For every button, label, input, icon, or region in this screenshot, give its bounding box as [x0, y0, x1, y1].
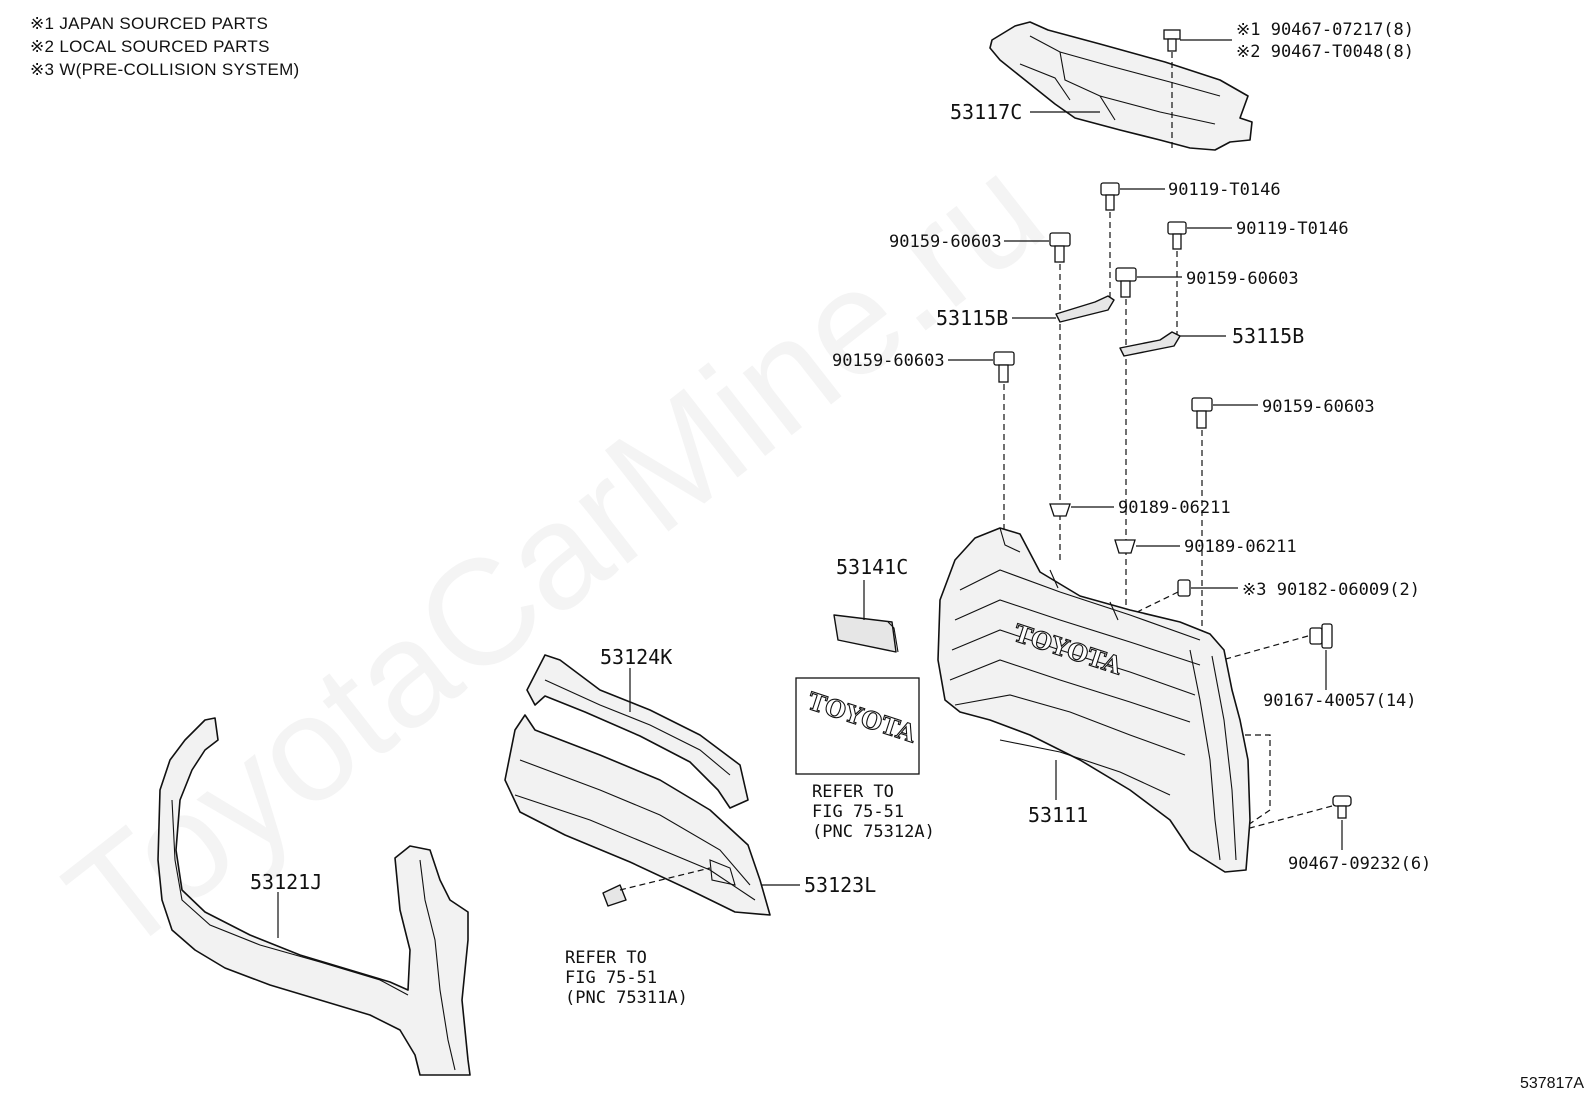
bracket-53115b-b	[1119, 331, 1181, 357]
nut-90182-06009	[1177, 579, 1191, 597]
label-53111: 53111	[1028, 803, 1088, 827]
refer-2-line-1: REFER TO	[565, 948, 647, 968]
label-53115b-a: 53115B	[936, 306, 1008, 330]
label-90189-06211-b: 90189-06211	[1184, 537, 1297, 557]
refer-1-line-1: REFER TO	[812, 782, 894, 802]
bolt-90159-60603-c	[993, 351, 1015, 383]
clip-90467-09232	[1332, 795, 1352, 819]
bolt-90159-60603-a	[1049, 232, 1071, 263]
figure-id: 537817A	[1519, 1075, 1584, 1092]
label-90467-09232: 90467-09232(6)	[1288, 854, 1431, 874]
label-53123l: 53123L	[804, 873, 876, 897]
lower-grille-53123l	[504, 714, 771, 916]
label-90159-60603-b: 90159-60603	[1186, 269, 1299, 289]
label-53121j: 53121J	[250, 870, 322, 894]
label-53124k: 53124K	[600, 645, 672, 669]
label-90182-06009: ※3 90182-06009(2)	[1242, 580, 1420, 600]
engine-under-cover-53117c	[989, 21, 1253, 151]
bolt-90119-t0146-b	[1167, 221, 1187, 250]
bolt-90159-60603-b	[1115, 267, 1137, 298]
note-japan-sourced: ※1 JAPAN SOURCED PARTS	[30, 14, 269, 33]
molding-53124k	[526, 654, 749, 809]
clip-90189-06211-b	[1114, 539, 1136, 554]
screw-90167-40057	[1309, 623, 1333, 649]
bracket-53115b-a	[1055, 295, 1115, 323]
refer-2-line-3: (PNC 75311A)	[565, 988, 688, 1008]
label-90467-07217: ※1 90467-07217(8)	[1236, 20, 1414, 40]
label-90159-60603-c: 90159-60603	[832, 351, 945, 371]
label-90119-t0146-a: 90119-T0146	[1168, 180, 1281, 200]
label-90167-40057: 90167-40057(14)	[1263, 691, 1417, 711]
toyota-emblem-box: TOYOTA	[795, 677, 921, 775]
note-pre-collision: ※3 W(PRE-COLLISION SYSTEM)	[30, 60, 300, 79]
label-53115b-b: 53115B	[1232, 324, 1304, 348]
clip-90467-07217	[1163, 29, 1181, 52]
clip-90189-06211-a	[1049, 503, 1071, 517]
label-90119-t0146-b: 90119-T0146	[1236, 219, 1349, 239]
label-90189-06211-a: 90189-06211	[1118, 498, 1231, 518]
label-90159-60603-a: 90159-60603	[889, 232, 1002, 252]
lower-emblem-clip	[602, 884, 627, 907]
label-90159-60603-d: 90159-60603	[1262, 397, 1375, 417]
grille-frame-53121j	[157, 717, 471, 1076]
emblem-53141c	[833, 614, 899, 653]
note-local-sourced: ※2 LOCAL SOURCED PARTS	[30, 37, 270, 56]
label-53117c: 53117C	[950, 100, 1022, 124]
bolt-90119-t0146-a	[1100, 182, 1120, 211]
refer-2-line-2: FIG 75-51	[565, 968, 657, 988]
label-53141c: 53141C	[836, 555, 908, 579]
radiator-grille-53111: TOYOTA	[937, 527, 1251, 873]
bolt-90159-60603-d	[1191, 397, 1213, 429]
watermark: ToyotaCarMine.ru	[36, 124, 1072, 985]
label-90467-t0048: ※2 90467-T0048(8)	[1236, 42, 1414, 62]
refer-1-line-3: (PNC 75312A)	[812, 822, 935, 842]
refer-1-line-2: FIG 75-51	[812, 802, 904, 822]
